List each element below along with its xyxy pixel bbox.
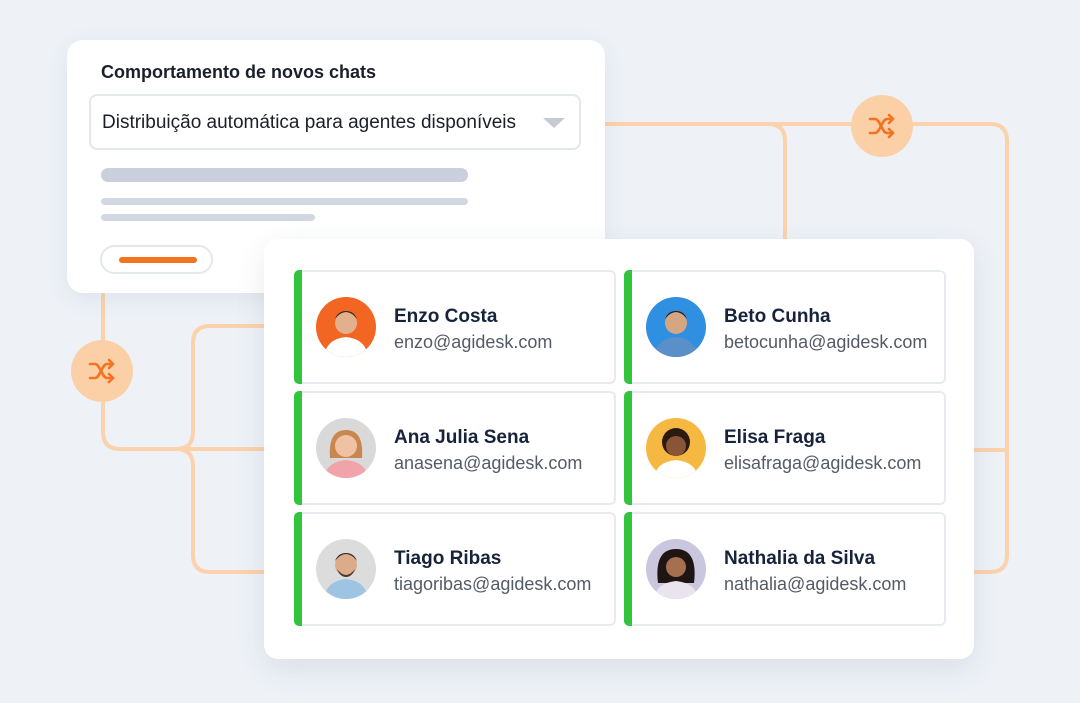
action-button-bar (119, 257, 197, 263)
agent-email: nathalia@agidesk.com (724, 574, 907, 594)
agent-name: Beto Cunha (724, 306, 831, 327)
agent-card[interactable]: Enzo Costa enzo@agidesk.com (294, 270, 616, 384)
placeholder-line (101, 168, 468, 182)
shuffle-badge-top (851, 95, 913, 157)
agent-card[interactable]: Tiago Ribas tiagoribas@agidesk.com (294, 512, 616, 626)
agent-email: elisafraga@agidesk.com (724, 453, 922, 473)
agent-email: enzo@agidesk.com (394, 332, 553, 352)
agent-card[interactable]: Elisa Fraga elisafraga@agidesk.com (624, 391, 946, 505)
avatar (316, 539, 376, 599)
agent-email: betocunha@agidesk.com (724, 332, 928, 352)
agent-email: anasena@agidesk.com (394, 453, 583, 473)
avatar (646, 297, 706, 357)
placeholder-line (101, 198, 468, 205)
select-value: Distribuição automática para agentes dis… (102, 112, 517, 133)
avatar (316, 418, 376, 478)
avatar (316, 297, 376, 357)
placeholder-line (101, 214, 315, 221)
agent-name: Tiago Ribas (394, 548, 502, 569)
shuffle-badge-left (71, 340, 133, 402)
agents-panel: Enzo Costa enzo@agidesk.com Beto Cunha b… (264, 239, 974, 659)
shuffle-icon (88, 358, 115, 384)
agent-card[interactable]: Beto Cunha betocunha@agidesk.com (624, 270, 946, 384)
chevron-down-icon (543, 118, 565, 128)
distribution-select[interactable]: Distribuição automática para agentes dis… (89, 94, 581, 150)
agent-card[interactable]: Ana Julia Sena anasena@agidesk.com (294, 391, 616, 505)
agent-name: Elisa Fraga (724, 427, 826, 448)
action-button[interactable] (100, 245, 213, 274)
settings-title: Comportamento de novos chats (101, 62, 377, 82)
shuffle-icon (868, 113, 895, 139)
agent-name: Nathalia da Silva (724, 548, 876, 569)
agent-card[interactable]: Nathalia da Silva nathalia@agidesk.com (624, 512, 946, 626)
avatar (646, 418, 706, 478)
agent-name: Enzo Costa (394, 306, 498, 327)
avatar (646, 539, 706, 599)
agent-name: Ana Julia Sena (394, 427, 530, 448)
agent-email: tiagoribas@agidesk.com (394, 574, 592, 594)
